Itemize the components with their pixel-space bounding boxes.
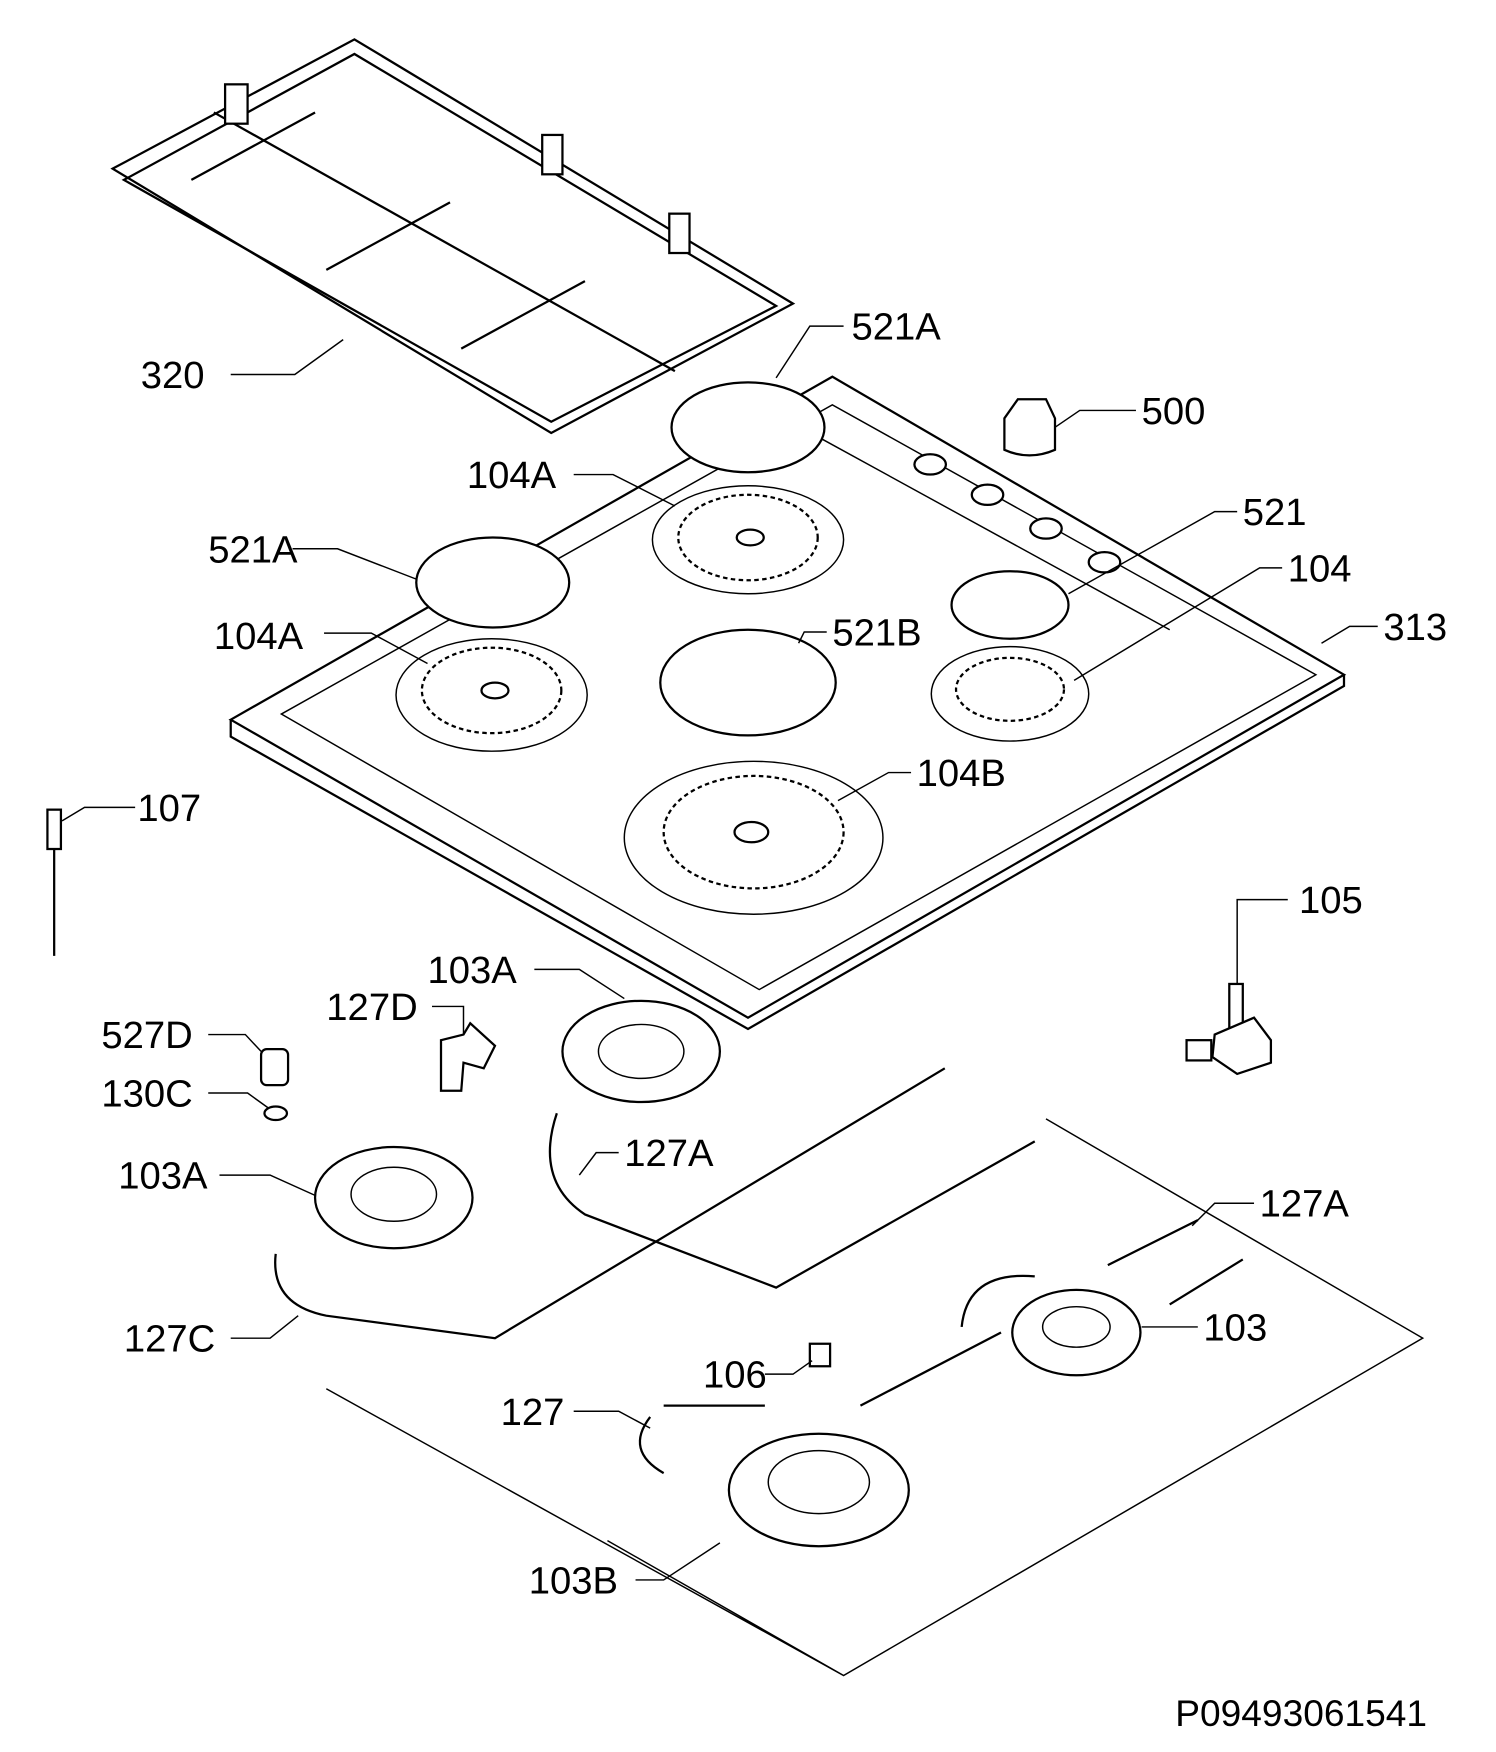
label-521: 521 xyxy=(1243,491,1307,534)
burner-base-outline xyxy=(325,1118,1425,1677)
label-320: 320 xyxy=(141,354,205,397)
label-104a-left: 104A xyxy=(214,615,304,658)
small-fittings xyxy=(259,1021,832,1368)
label-127a-right: 127A xyxy=(1260,1183,1350,1226)
label-127d: 127D xyxy=(326,986,417,1029)
gas-tap xyxy=(1185,982,1273,1076)
burner-rings xyxy=(395,485,1090,915)
label-104: 104 xyxy=(1288,547,1352,590)
label-103a-left: 103A xyxy=(118,1155,208,1198)
part-labels: 320 521A 500 104A 521A 521 104 104A 521B… xyxy=(101,306,1447,1603)
burner-bodies xyxy=(313,999,1142,1548)
drawing-code: P09493061541 xyxy=(1175,1692,1427,1734)
label-103b: 103B xyxy=(529,1559,618,1602)
label-104a-top: 104A xyxy=(467,454,557,497)
thermocouple xyxy=(46,808,63,956)
label-103: 103 xyxy=(1203,1306,1267,1349)
pan-support-grate xyxy=(110,38,796,435)
label-103a-top: 103A xyxy=(428,949,518,992)
label-130c: 130C xyxy=(101,1073,192,1116)
label-521b: 521B xyxy=(832,611,921,654)
label-106: 106 xyxy=(703,1354,767,1397)
label-107: 107 xyxy=(137,787,201,830)
leader-lines xyxy=(61,325,1378,1581)
label-500: 500 xyxy=(1142,390,1206,433)
label-313: 313 xyxy=(1383,606,1447,649)
label-527d: 527D xyxy=(101,1014,192,1057)
label-521a-left: 521A xyxy=(208,528,298,571)
label-127a-mid: 127A xyxy=(624,1132,714,1175)
control-knob-holes xyxy=(913,453,1122,574)
gas-pipes xyxy=(274,1067,1244,1475)
label-521a-top: 521A xyxy=(851,306,941,349)
control-knob xyxy=(1003,398,1057,457)
label-127c: 127C xyxy=(124,1318,215,1361)
hob-top-plate xyxy=(228,375,1347,1031)
burner-caps xyxy=(415,381,1070,737)
label-127: 127 xyxy=(501,1391,565,1434)
label-104b: 104B xyxy=(917,752,1006,795)
label-105: 105 xyxy=(1299,879,1363,922)
